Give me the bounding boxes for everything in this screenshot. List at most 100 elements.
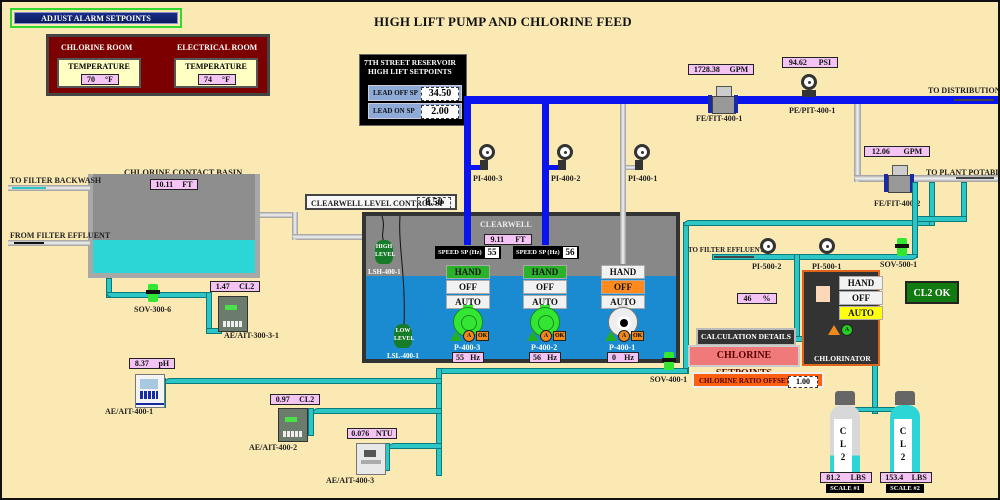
pi-400-3-tag: PI-400-3 (473, 174, 503, 183)
ait-400-1-tag: AE/AIT-400-1 (105, 407, 154, 416)
to-plant-potable-label: TO PLANT POTABLE (926, 168, 1000, 177)
p-400-2-status-indicators: A OK (527, 330, 567, 342)
lead-on-input[interactable]: 2.00 (421, 105, 459, 119)
ok-indicator-icon: OK (631, 331, 645, 341)
p-400-2-speed-setpoint: SPEED SP (Hz)56 (512, 245, 580, 260)
ait-300-3-1-tag: AE/AIT-300-3-1 (224, 331, 279, 340)
ok-indicator-icon: OK (476, 331, 490, 341)
ait-400-2-tag: AE/AIT-400-2 (249, 443, 298, 452)
running-indicator-icon (527, 331, 539, 341)
p-400-1-status-indicators: A OK (605, 330, 645, 342)
to-filter-backwash-label: TO FILTER BACKWASH (10, 176, 102, 185)
chlorine-ratio-offset-input[interactable]: 1.00 (788, 376, 818, 388)
clearwell-level-control-sp: CLEARWELL LEVEL CONTROL SP 8.50 (305, 194, 457, 210)
p-400-3-tag: P-400-3 (454, 343, 481, 352)
room-temperature-panel: CHLORINE ROOM ELECTRICAL ROOM TEMPERATUR… (46, 34, 270, 96)
effluent-arrow-icon (14, 242, 44, 244)
p-400-1-hand-button[interactable]: HAND (601, 265, 645, 279)
chlorinator-off-button[interactable]: OFF (839, 291, 883, 305)
p-400-3-hand-button[interactable]: HAND (446, 265, 490, 279)
auto-indicator-icon: A (463, 330, 475, 342)
pressure-gauge-icon (760, 238, 776, 254)
flow-meter-icon (708, 86, 738, 114)
distribution-arrow-icon (954, 99, 994, 101)
p-400-2-tag: P-400-2 (531, 343, 558, 352)
adjust-alarm-setpoints-button[interactable]: ADJUST ALARM SETPOINTS (10, 8, 182, 28)
pi-500-2-tag: PI-500-2 (752, 262, 782, 271)
p-400-2-auto-button[interactable]: AUTO (523, 295, 567, 309)
pressure-gauge-icon (801, 74, 817, 90)
sov-500-1-valve-icon[interactable] (895, 238, 909, 256)
ait-400-3-tag: AE/AIT-400-3 (326, 476, 375, 485)
filter-effluent-arrow-icon (714, 256, 754, 258)
chlorinator-hoa-selector: HAND OFF AUTO (839, 276, 883, 321)
backwash-arrow-icon (12, 187, 46, 189)
plant-potable-pipe (854, 104, 861, 182)
scale-2-label: SCALE #2 (886, 484, 924, 493)
p-400-2-off-button[interactable]: OFF (523, 280, 567, 294)
chlorine-room-label: CHLORINE ROOM (61, 43, 133, 52)
sov-400-1-valve-icon[interactable] (662, 352, 676, 370)
p-400-1-hoa-selector: HAND OFF AUTO (601, 265, 645, 310)
sov-300-6-valve-icon[interactable] (146, 284, 160, 302)
chlorine-room-temperature: TEMPERATURE 70°F (57, 58, 141, 88)
chlorinator-icon (816, 286, 830, 302)
chlorinator-auto-button[interactable]: AUTO (839, 306, 883, 320)
lead-off-input[interactable]: 34.50 (421, 87, 459, 101)
p-400-3-off-button[interactable]: OFF (446, 280, 490, 294)
pi-400-1-tag: PI-400-1 (628, 174, 658, 183)
ok-indicator-icon: OK (553, 331, 567, 341)
pressure-gauge-icon (479, 144, 495, 160)
chlorinator-hand-button[interactable]: HAND (839, 276, 883, 290)
p-400-1-off-button[interactable]: OFF (601, 280, 645, 294)
chlorinator-title: CHLORINATOR (814, 354, 871, 363)
auto-indicator-icon: A (618, 330, 630, 342)
electrical-room-label: ELECTRICAL ROOM (177, 43, 258, 52)
p-400-3-hoa-selector: HAND OFF AUTO (446, 265, 490, 310)
to-filter-effluent-label: TO FILTER EFFLUENT (688, 246, 765, 254)
p-400-3-status-indicators: A OK (450, 330, 490, 342)
chlorine-analyzer-icon (218, 296, 248, 332)
fit-400-2-tag: FE/FIT-400-2 (874, 199, 921, 208)
pit-400-1-tag: PE/PIT-400-1 (789, 106, 836, 115)
turbidity-analyzer-icon (356, 443, 386, 475)
clearwell-level-sp-input[interactable]: 8.50 (417, 197, 451, 209)
calculation-details-button[interactable]: CALCULATION DETAILS (696, 328, 796, 346)
running-indicator-icon (605, 331, 617, 341)
scale-1-label: SCALE #1 (826, 484, 864, 493)
flow-meter-icon (884, 165, 914, 193)
pressure-gauge-icon (819, 238, 835, 254)
pi-400-2-tag: PI-400-2 (551, 174, 581, 183)
p-400-2-speed-input[interactable]: 56 (563, 247, 577, 258)
cl2-ok-status: CL2 OK (905, 281, 959, 304)
pi-500-1-tag: PI-500-1 (812, 262, 842, 271)
plant-potable-arrow-icon (956, 177, 994, 179)
running-indicator-icon (450, 331, 462, 341)
chlorinator-output-value: 46% (737, 293, 777, 304)
p-400-1-discharge-pipe (620, 104, 626, 264)
p-400-2-hand-button[interactable]: HAND (523, 265, 567, 279)
lead-off-setpoint: LEAD OFF SP 34.50 (368, 85, 462, 101)
float-cables (381, 216, 405, 327)
p-400-1-tag: P-400-1 (609, 343, 636, 352)
chlorine-setpoints-button[interactable]: CHLORINE SETPOINTS (688, 345, 800, 379)
p-400-2-hoa-selector: HAND OFF AUTO (523, 265, 567, 310)
p-400-3-speed-input[interactable]: 55 (485, 247, 499, 258)
ph-analyzer-icon (135, 374, 165, 408)
auto-indicator-icon: A (841, 324, 853, 336)
chlorine-analyzer-icon (278, 408, 308, 442)
